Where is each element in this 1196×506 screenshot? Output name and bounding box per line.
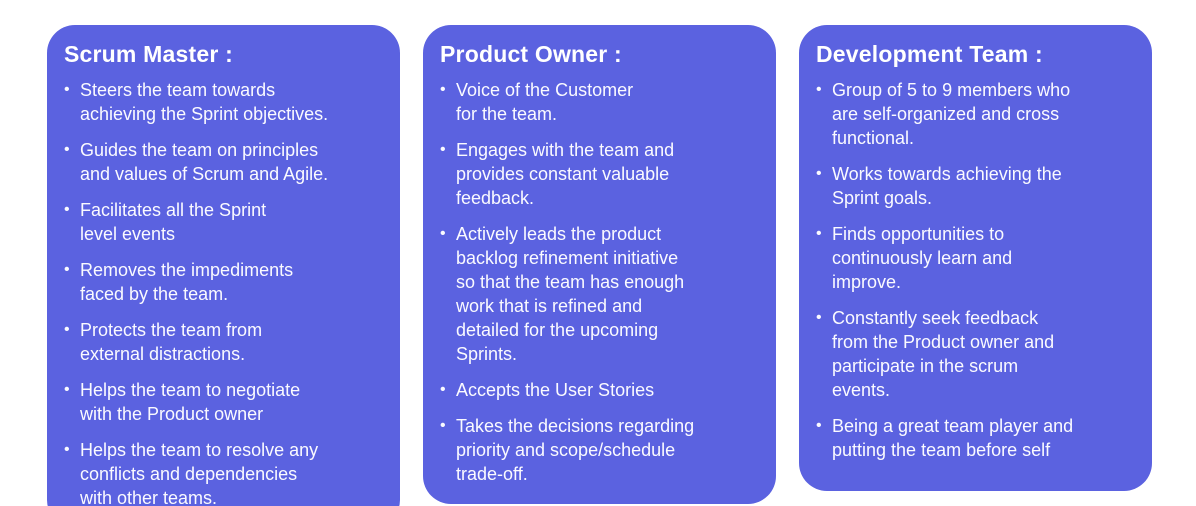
bullet-item: • Steers the team towards achieving the …	[64, 78, 386, 126]
bullet-text: Accepts the User Stories	[456, 380, 655, 400]
card-title: Scrum Master :	[64, 41, 233, 67]
bullet-item: • Guides the team on principles and valu…	[64, 138, 386, 186]
bullet-item: • Takes the decisions regarding priority…	[440, 414, 762, 486]
bullet-item: • Engages with the team and provides con…	[440, 138, 762, 210]
bullet-text: Takes the decisions regarding priority a…	[456, 416, 695, 484]
card-title: Product Owner :	[440, 41, 622, 67]
bullet-dot: •	[816, 417, 822, 434]
bullet-dot: •	[816, 225, 822, 242]
bullet-item: • Group of 5 to 9 members who are self-o…	[816, 78, 1138, 150]
bullet-dot: •	[816, 309, 822, 326]
bullet-text: Group of 5 to 9 members who are self-org…	[832, 80, 1071, 148]
bullet-item: • Voice of the Customer for the team.	[440, 78, 762, 126]
bullet-text: Guides the team on principles and values…	[80, 140, 329, 184]
bullet-text: Actively leads the product backlog refin…	[456, 224, 685, 364]
bullet-item: • Being a great team player and putting …	[816, 414, 1138, 462]
bullet-text: Helps the team to negotiate with the Pro…	[80, 380, 301, 424]
role-card: Scrum Master : • Steers the team towards…	[47, 25, 400, 506]
bullet-text: Constantly seek feedback from the Produc…	[832, 308, 1055, 400]
bullet-text: Steers the team towards achieving the Sp…	[80, 80, 329, 124]
bullet-item: • Actively leads the product backlog ref…	[440, 222, 762, 366]
bullet-text: Engages with the team and provides const…	[456, 140, 675, 208]
bullet-text: Removes the impediments faced by the tea…	[80, 260, 294, 304]
bullet-dot: •	[64, 261, 70, 278]
bullet-dot: •	[64, 381, 70, 398]
bullet-item: • Accepts the User Stories	[440, 378, 762, 402]
bullet-text: Protects the team from external distract…	[80, 320, 263, 364]
bullet-dot: •	[440, 225, 446, 242]
bullet-text: Facilitates all the Sprint level events	[80, 200, 267, 244]
bullet-dot: •	[64, 321, 70, 338]
bullet-item: • Protects the team from external distra…	[64, 318, 386, 366]
bullet-dot: •	[64, 441, 70, 458]
card-title: Development Team :	[816, 41, 1043, 67]
bullet-dot: •	[64, 81, 70, 98]
bullet-list: • Voice of the Customer for the team. • …	[438, 78, 762, 486]
bullet-item: • Helps the team to negotiate with the P…	[64, 378, 386, 426]
bullet-item: • Finds opportunities to continuously le…	[816, 222, 1138, 294]
bullet-dot: •	[440, 141, 446, 158]
bullet-dot: •	[440, 417, 446, 434]
bullet-dot: •	[816, 81, 822, 98]
role-card: Product Owner : • Voice of the Customer …	[423, 25, 776, 504]
bullet-item: • Helps the team to resolve any conflict…	[64, 438, 386, 506]
bullet-text: Being a great team player and putting th…	[832, 416, 1074, 460]
bullet-dot: •	[440, 81, 446, 98]
bullet-text: Finds opportunities to continuously lear…	[832, 224, 1013, 292]
bullet-item: • Constantly seek feedback from the Prod…	[816, 306, 1138, 402]
bullet-dot: •	[440, 381, 446, 398]
bullet-dot: •	[64, 201, 70, 218]
bullet-text: Voice of the Customer for the team.	[456, 80, 634, 124]
bullet-list: • Steers the team towards achieving the …	[62, 78, 386, 506]
bullet-dot: •	[816, 165, 822, 182]
role-card: Development Team : • Group of 5 to 9 mem…	[799, 25, 1152, 491]
bullet-text: Works towards achieving the Sprint goals…	[832, 164, 1062, 208]
bullet-item: • Facilitates all the Sprint level event…	[64, 198, 386, 246]
bullet-item: • Removes the impediments faced by the t…	[64, 258, 386, 306]
bullet-item: • Works towards achieving the Sprint goa…	[816, 162, 1138, 210]
bullet-text: Helps the team to resolve any conflicts …	[80, 440, 319, 506]
bullet-dot: •	[64, 141, 70, 158]
bullet-list: • Group of 5 to 9 members who are self-o…	[814, 78, 1138, 462]
